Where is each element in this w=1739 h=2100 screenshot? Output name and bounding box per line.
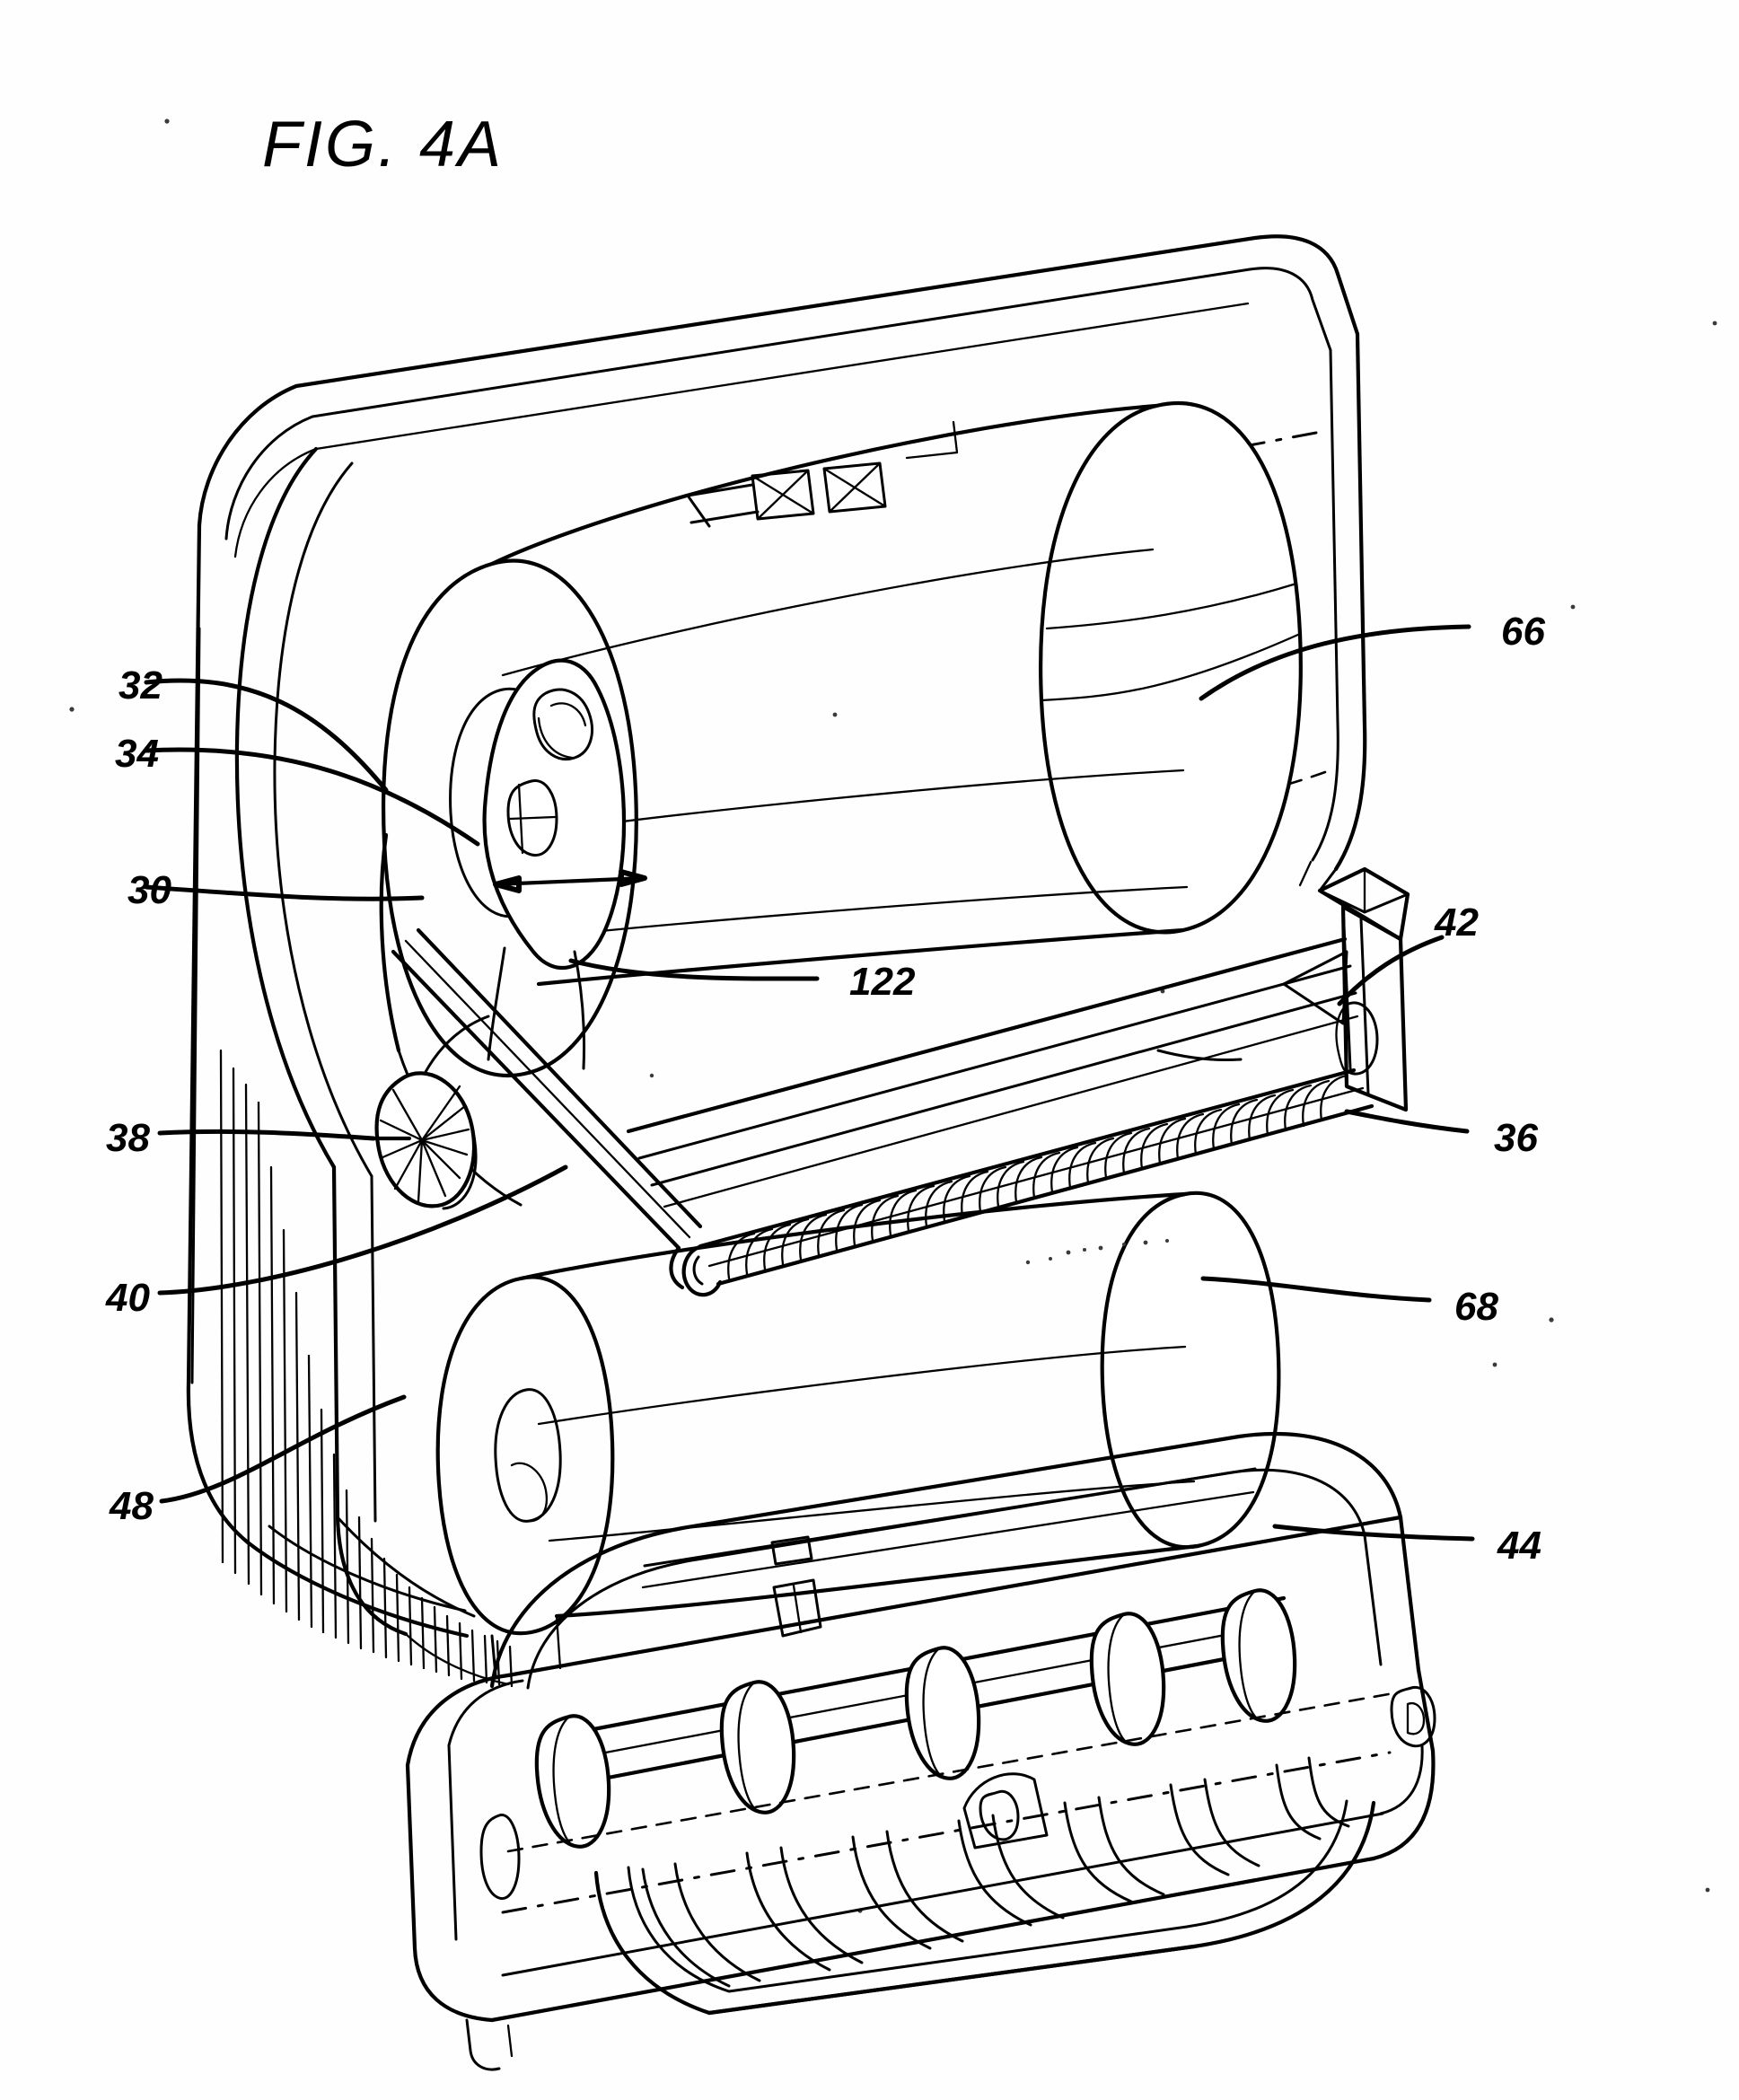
numeral-122: 122 [849, 960, 916, 1004]
leader-32 [144, 678, 389, 793]
feed-roller-assembly [405, 1431, 1436, 2023]
support-arm [391, 927, 703, 1290]
roll-holder-hub [482, 658, 647, 1070]
numeral-48: 48 [109, 1484, 154, 1528]
numeral-44: 44 [1497, 1524, 1541, 1568]
hidden-line-roller-housing-2 [506, 1691, 1395, 1853]
numeral-36: 36 [1494, 1116, 1538, 1160]
chute-ribs [641, 1756, 1350, 1988]
dispenser-drawing [186, 234, 1436, 2071]
leader-40 [157, 1164, 568, 1296]
numeral-42: 42 [1434, 901, 1479, 945]
leader-48 [159, 1394, 407, 1504]
main-paper-roll [382, 400, 1303, 1077]
reserve-paper-roll [435, 1191, 1281, 1636]
numeral-68: 68 [1454, 1285, 1498, 1329]
leader-36 [1344, 1109, 1470, 1134]
adjustment-knob [371, 1071, 478, 1210]
spring-coils [727, 1074, 1348, 1280]
motion-arrow [493, 869, 647, 893]
reference-numerals: 32 34 30 38 40 48 66 42 36 68 44 122 [105, 610, 1545, 1568]
housing-shell [186, 234, 1367, 1688]
end-bracket [1282, 866, 1410, 1112]
leader-42 [1337, 935, 1445, 1006]
roll-stipple [1025, 1239, 1169, 1265]
detail-lines [336, 860, 1338, 2071]
leader-44 [1272, 1524, 1475, 1542]
callout-leaders [144, 624, 1475, 1542]
dispensing-chute [593, 1756, 1376, 2016]
leader-122 [568, 958, 820, 981]
leader-38 [157, 1129, 376, 1141]
coil-spring-shaft [626, 936, 1375, 1297]
numeral-34: 34 [115, 732, 159, 776]
scan-specks [69, 119, 1717, 1913]
numeral-32: 32 [119, 663, 162, 707]
cover-vent-slots [686, 420, 959, 528]
roller-collars [534, 1588, 1297, 1849]
leader-68 [1200, 1276, 1432, 1303]
numeral-66: 66 [1501, 610, 1545, 654]
numeral-38: 38 [106, 1116, 150, 1160]
leader-66 [1199, 624, 1471, 701]
leader-30 [144, 884, 425, 901]
knob-knurling [379, 1085, 470, 1203]
hidden-line-roller-housing [501, 1751, 1392, 1914]
numeral-40: 40 [105, 1276, 150, 1320]
numeral-30: 30 [127, 868, 171, 912]
leader-34 [144, 747, 480, 847]
figure-title: FIG. 4A [262, 109, 504, 180]
